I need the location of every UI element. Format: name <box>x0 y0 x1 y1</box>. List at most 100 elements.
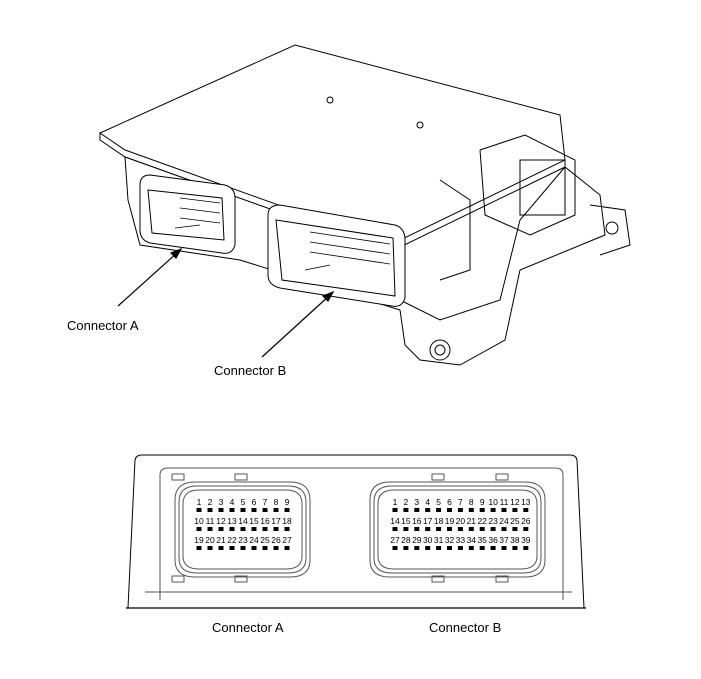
connector-b-pin-terminal <box>392 527 398 531</box>
connector-a-pin-label: 6 <box>252 497 257 507</box>
connector-b-pin-label: 23 <box>488 516 498 526</box>
connector-b-pin-label: 10 <box>488 497 498 507</box>
connector-a-pin-terminal <box>196 546 202 550</box>
connector-a-pin-terminal <box>207 546 213 550</box>
connector-a-pin-label: 8 <box>274 497 279 507</box>
connector-b-pin-terminal <box>403 527 409 531</box>
connector-b-pin-terminal <box>468 527 474 531</box>
connector-b-pin-label: 4 <box>425 497 430 507</box>
connector-a-pin-label: 13 <box>227 516 237 526</box>
connector-a-pin-terminal <box>284 508 290 512</box>
callout-arrows <box>117 247 335 358</box>
connector-a-pin-label: 22 <box>227 535 237 545</box>
connector-a-pin-terminal <box>273 546 279 550</box>
module-3d-illustration <box>98 44 631 366</box>
connector-a-pin-terminal <box>196 527 202 531</box>
connector-a-pin-label: 15 <box>249 516 259 526</box>
connector-b-pin-terminal <box>436 508 442 512</box>
connector-a-pin-label: 24 <box>249 535 259 545</box>
connector-b-pin-terminal <box>468 508 474 512</box>
connector-b-pin-label: 34 <box>467 535 477 545</box>
connector-b-pin-label: 19 <box>445 516 455 526</box>
connector-b-pin-terminal <box>523 508 529 512</box>
connector-b-pin-terminal <box>414 527 420 531</box>
connector-b-pin-terminal <box>512 508 518 512</box>
connector-b-pin-terminal <box>436 546 442 550</box>
connector-a-pin-label: 5 <box>241 497 246 507</box>
connector-b-pin-label: 37 <box>499 535 509 545</box>
connector-b-pin-terminal <box>512 546 518 550</box>
connector-b-callout-label: Connector B <box>214 363 287 378</box>
connector-b-pin-terminal <box>490 546 496 550</box>
connector-a-pin-label: 14 <box>238 516 248 526</box>
connector-b-pin-label: 11 <box>500 497 509 507</box>
connector-b-pin-terminal <box>457 527 463 531</box>
connector-b-pin-terminal <box>479 508 485 512</box>
connector-a-pin-label: 20 <box>205 535 215 545</box>
connector-b-pin-label: 9 <box>480 497 485 507</box>
connector-b-pin-label: 24 <box>499 516 509 526</box>
connector-a-pin-label: 27 <box>282 535 292 545</box>
connector-a-pin-label: 17 <box>271 516 281 526</box>
connector-a-pin-label: 4 <box>230 497 235 507</box>
connector-a-pin-terminal <box>196 508 202 512</box>
connector-b-pin-label: 12 <box>510 497 520 507</box>
connector-b-pin-label: 6 <box>447 497 452 507</box>
connector-a-pin-label: 21 <box>216 535 226 545</box>
connector-b-pin-terminal <box>436 527 442 531</box>
connector-b-pin-terminal <box>403 508 409 512</box>
connector-b-pin-label: 8 <box>469 497 474 507</box>
connector-b-pin-terminal <box>501 527 507 531</box>
connector-b-pin-terminal <box>425 508 431 512</box>
connector-b-pin-label: 30 <box>423 535 433 545</box>
connector-a-pin-terminal <box>262 527 268 531</box>
connector-b-pin-terminal <box>447 508 452 512</box>
connector-a-pin-terminal <box>218 546 224 550</box>
connector-a-pin-terminal <box>218 527 224 531</box>
connector-a-pin-label: 11 <box>206 516 215 526</box>
connector-b-pin-label: 1 <box>393 497 398 507</box>
connector-b-pin-label: 25 <box>510 516 520 526</box>
connector-b-pin-terminal <box>392 546 398 550</box>
connector-b-pin-label: 14 <box>390 516 400 526</box>
connector-a-callout-label: Connector A <box>67 318 139 333</box>
connector-b-pin-terminal <box>414 546 420 550</box>
connector-b-pin-label: 17 <box>423 516 433 526</box>
connector-a-pin-terminal <box>262 508 268 512</box>
connector-b-pin-terminal <box>425 546 431 550</box>
connector-b-pin-terminal <box>490 527 496 531</box>
connector-b-pin-label: 3 <box>414 497 419 507</box>
connector-b-pin-label: 31 <box>434 535 444 545</box>
connector-b-pin-label: 28 <box>401 535 411 545</box>
connector-b-pin-terminal <box>457 508 463 512</box>
connector-b-pin-label: 13 <box>521 497 531 507</box>
connector-b-pin-terminal <box>479 546 485 550</box>
connector-b-pin-label: 18 <box>434 516 444 526</box>
connector-a-pin-terminal <box>240 527 246 531</box>
connector-face-view <box>126 454 586 609</box>
connector-b-pin-label: 15 <box>401 516 411 526</box>
connector-a-pin-label: 1 <box>197 497 202 507</box>
connector-a-pin-terminal <box>229 546 235 550</box>
connector-b-pin-terminal <box>501 508 507 512</box>
connector-b-pin-label: 20 <box>456 516 466 526</box>
connector-a-pin-terminal <box>207 508 213 512</box>
connector-b-pin-terminal <box>447 546 452 550</box>
connector-a-pin-label: 26 <box>271 535 281 545</box>
connector-a-pin-label: 7 <box>263 497 268 507</box>
connector-a-pin-label: 18 <box>282 516 292 526</box>
connector-a-pin-terminal <box>262 546 268 550</box>
connector-b-pin-label: 21 <box>467 516 477 526</box>
connector-b-pin-terminal <box>457 546 463 550</box>
connector-a-face-label: Connector A <box>212 620 284 635</box>
connector-a-pin-label: 3 <box>219 497 224 507</box>
connector-b-pin-terminal <box>512 527 518 531</box>
connector-b-pin-terminal <box>523 546 529 550</box>
connector-a-pin-label: 23 <box>238 535 248 545</box>
connector-b-pin-label: 32 <box>445 535 455 545</box>
connector-a-pin-terminal <box>251 527 257 531</box>
connector-b-pin-label: 22 <box>477 516 487 526</box>
connector-a-pin-terminal <box>240 546 246 550</box>
connector-b-pin-terminal <box>468 546 474 550</box>
